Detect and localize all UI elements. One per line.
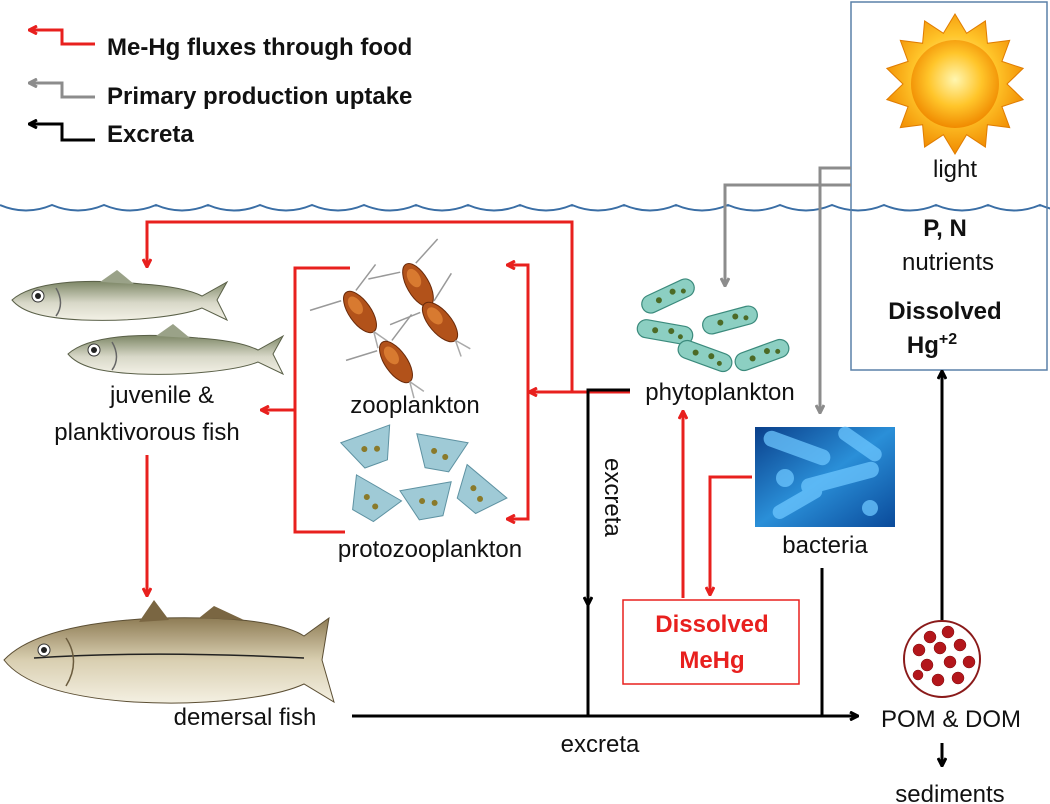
- dissolved-mehg-label-line2: MeHg: [679, 647, 744, 674]
- excreta-bottom-label: excreta: [561, 731, 640, 758]
- bacteria-icon: [755, 426, 895, 527]
- excreta-arrows: [352, 372, 942, 765]
- excreta-vertical-label: excreta: [599, 458, 626, 537]
- juvenile-fish-icon: [11, 270, 285, 376]
- phytoplankton-label: phytoplankton: [645, 379, 794, 406]
- protozooplankton-label: protozooplankton: [338, 536, 522, 563]
- demersal-fish-label: demersal fish: [174, 704, 317, 731]
- legend-gray-label: Primary production uptake: [107, 83, 412, 110]
- sun-icon: [885, 13, 1025, 155]
- juvenile-fish-label-line2: planktivorous fish: [54, 419, 239, 446]
- water-surface-waves: [0, 203, 1050, 212]
- food-flux-arrows: [147, 220, 752, 598]
- dissolved-hg-label-line2: Hg+2: [907, 331, 957, 359]
- uptake-arrow-phytoplankton: [725, 183, 851, 285]
- legend-red-arrow-icon: [30, 30, 95, 46]
- legend: Me-Hg fluxes through food Primary produc…: [30, 30, 412, 148]
- dissolved-mehg-box: [622, 599, 800, 685]
- dissolved-mehg-label-line1: Dissolved: [655, 611, 768, 638]
- sediments-label: sediments: [895, 781, 1004, 804]
- uptake-arrows: [725, 166, 851, 412]
- legend-black-arrow-icon: [30, 124, 95, 142]
- dissolved-hg-label-line1: Dissolved: [888, 298, 1001, 325]
- flux-to-zooplankton: [508, 265, 530, 392]
- light-label: light: [933, 156, 977, 183]
- bacteria-label: bacteria: [782, 532, 868, 559]
- nutrients-label: nutrients: [902, 249, 994, 276]
- flux-bacteria-to-mehg: [710, 475, 752, 594]
- legend-gray-arrow-icon: [30, 83, 95, 99]
- pom-dom-label: POM & DOM: [881, 706, 1021, 733]
- legend-black-label: Excreta: [107, 121, 194, 148]
- legend-red-label: Me-Hg fluxes through food: [107, 34, 412, 61]
- phytoplankton-icon: [636, 278, 790, 373]
- pom-dom-particles-icon: [903, 620, 981, 698]
- excreta-arrow-phyto: [588, 388, 630, 604]
- flux-bracket-left: [293, 266, 350, 534]
- zooplankton-icon: [309, 238, 471, 399]
- juvenile-fish-label-line1: juvenile &: [109, 382, 214, 409]
- flux-to-protozooplankton: [508, 392, 530, 519]
- zooplankton-label: zooplankton: [350, 392, 479, 419]
- pn-label: P, N: [923, 215, 967, 242]
- protozooplankton-icon: [339, 424, 508, 523]
- uptake-arrow-bacteria: [820, 166, 851, 412]
- demersal-fish-icon: [3, 600, 335, 704]
